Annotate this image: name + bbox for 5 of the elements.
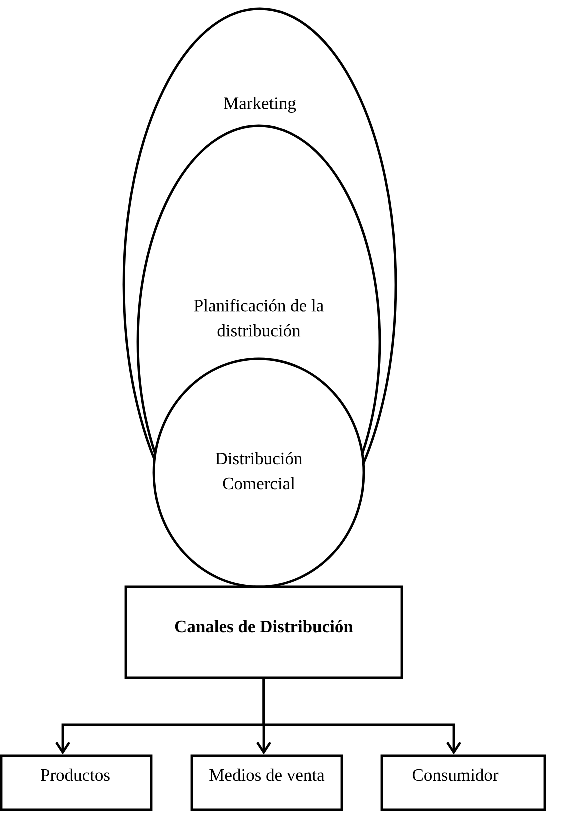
process-box: Canales de Distribución [124,586,404,680]
arrow [262,679,462,755]
process-box: Medios de venta [190,754,344,812]
process-box: Consumidor [380,754,546,812]
process-box: Productos [0,754,153,812]
